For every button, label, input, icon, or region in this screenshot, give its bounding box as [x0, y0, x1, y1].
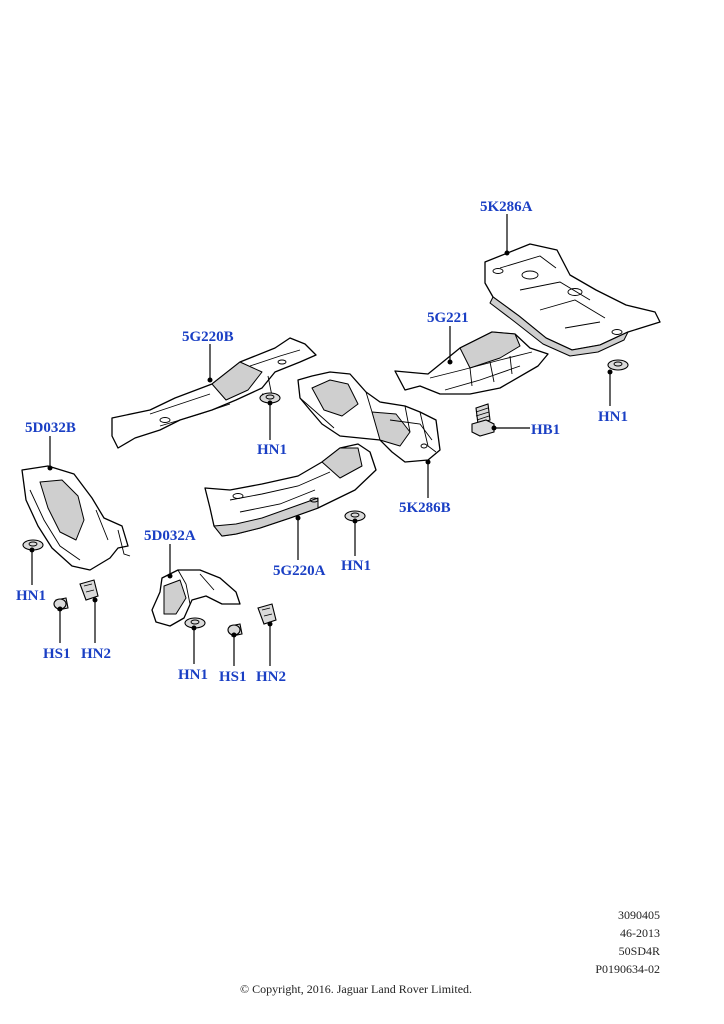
label-5d032b[interactable]: 5D032B	[25, 420, 76, 436]
reference-line: 46-2013	[620, 926, 660, 940]
label-hn1[interactable]: HN1	[341, 558, 371, 574]
reference-line: 50SD4R	[618, 944, 660, 958]
label-hs1[interactable]: HS1	[43, 646, 71, 662]
hn2-clip	[79, 579, 99, 601]
heat-shield-5d032a[interactable]	[151, 569, 241, 627]
hn2-clip	[257, 603, 277, 625]
label-5g220b[interactable]: 5G220B	[182, 329, 234, 345]
leader-lines	[29, 214, 613, 666]
heat-shield-5g221[interactable]	[394, 331, 549, 395]
label-hb1[interactable]: HB1	[531, 422, 560, 438]
heat-shield-5k286b[interactable]	[297, 371, 441, 463]
copyright-notice: © Copyright, 2016. Jaguar Land Rover Lim…	[239, 982, 473, 996]
label-hn1[interactable]: HN1	[257, 442, 287, 458]
label-5g220a[interactable]: 5G220A	[273, 563, 326, 579]
reference-line: 3090405	[618, 908, 660, 922]
label-5g221[interactable]: 5G221	[427, 310, 469, 326]
reference-codes: 3090405 46-2013 50SD4R P0190634-02	[595, 906, 660, 978]
label-hn2[interactable]: HN2	[81, 646, 111, 662]
label-5d032a[interactable]: 5D032A	[144, 528, 196, 544]
label-hn1[interactable]: HN1	[178, 667, 208, 683]
label-5k286a[interactable]: 5K286A	[480, 199, 533, 215]
label-hn1[interactable]: HN1	[598, 409, 628, 425]
heat-shield-5d032b[interactable]	[21, 465, 131, 571]
label-hs1[interactable]: HS1	[219, 669, 247, 685]
reference-line: P0190634-02	[595, 962, 660, 976]
heat-shield-5k286a[interactable]	[484, 243, 661, 357]
label-hn2[interactable]: HN2	[256, 669, 286, 685]
heat-shield-5g220b[interactable]	[111, 337, 317, 449]
label-hn1[interactable]: HN1	[16, 588, 46, 604]
hb1-bolt	[471, 403, 495, 437]
heat-shield-5g220a[interactable]	[204, 443, 377, 537]
hn1-washer	[607, 359, 629, 371]
label-5k286b[interactable]: 5K286B	[399, 500, 451, 516]
